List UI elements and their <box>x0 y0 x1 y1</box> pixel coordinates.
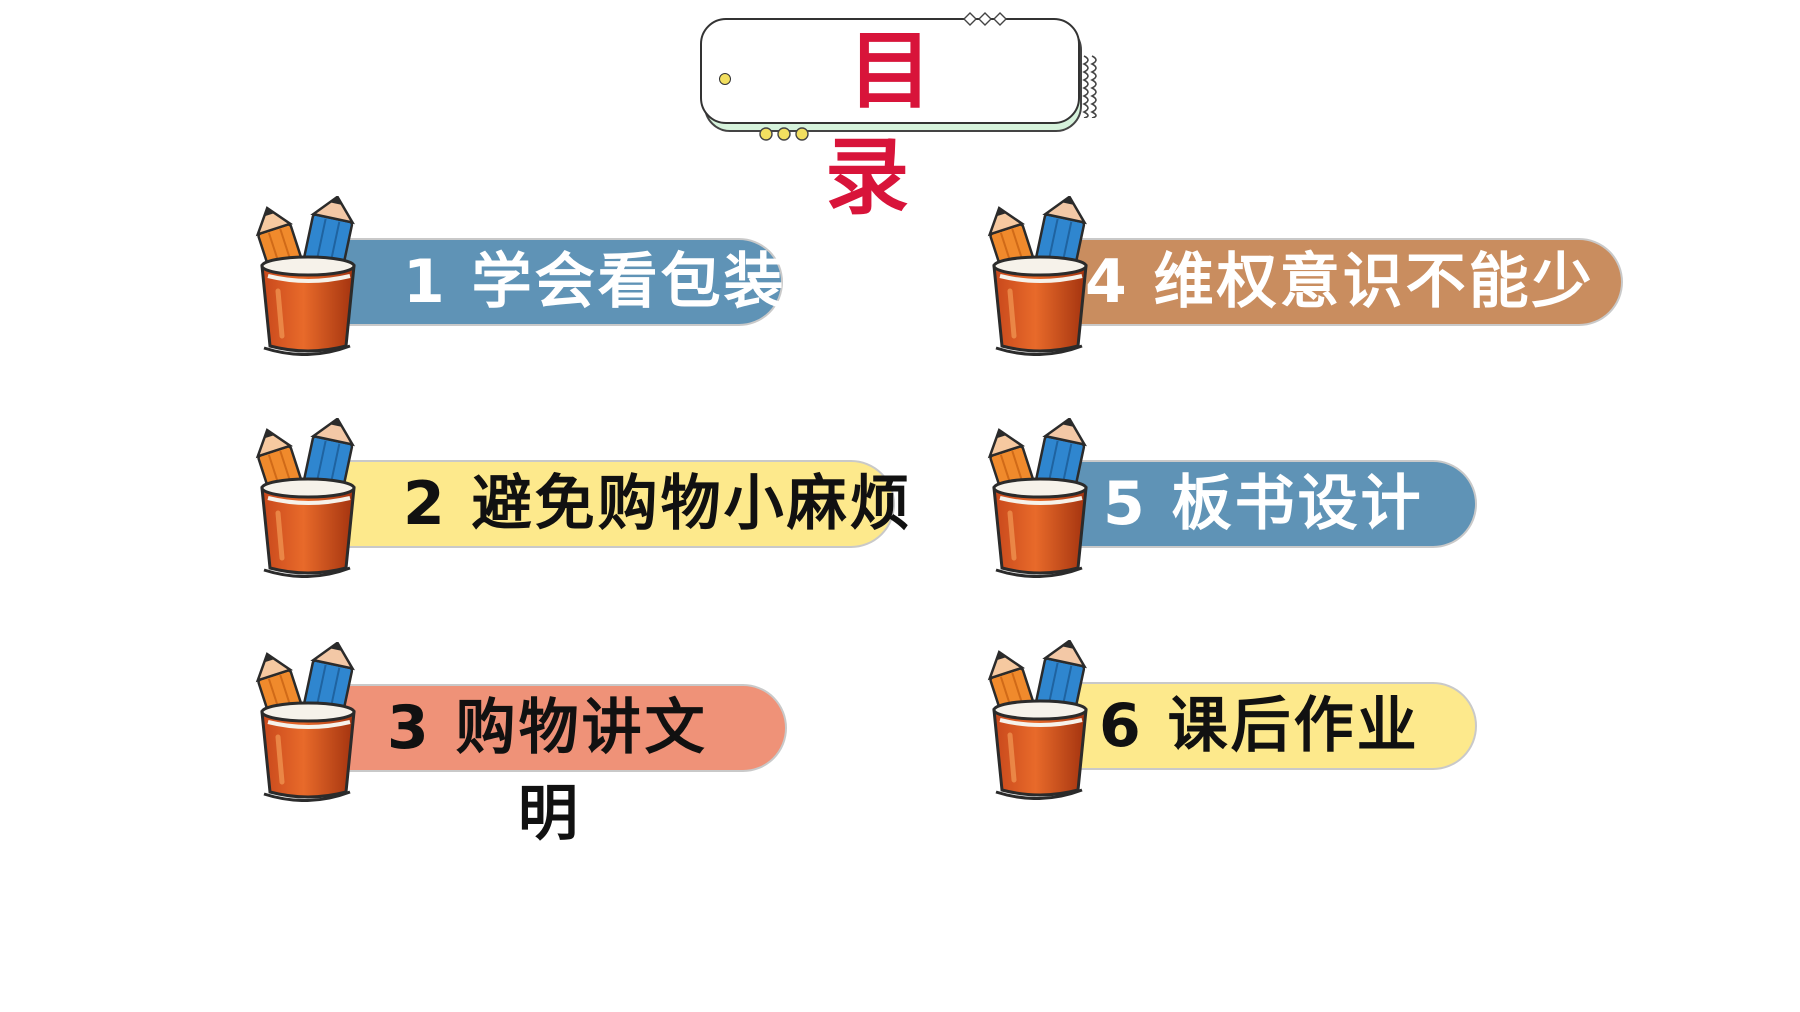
menu-item-pill: 4 维权意识不能少 <box>1037 238 1623 326</box>
menu-item-5[interactable]: 5 板书设计 <box>985 418 1485 558</box>
title-badge: 目 录 <box>700 12 1110 226</box>
pencil-cup-icon <box>253 642 363 802</box>
menu-item-label: 4 维权意识不能少 <box>1085 247 1595 317</box>
pencil-cup-icon <box>253 418 363 578</box>
decor-coins-icon <box>759 127 809 141</box>
menu-item-3[interactable]: 3 购物讲文 <box>253 642 793 782</box>
menu-item-1[interactable]: 1 学会看包装 <box>253 196 793 336</box>
menu-item-label-wrap: 明 <box>518 779 578 849</box>
menu-item-label: 1 学会看包装 <box>403 247 787 317</box>
pencil-cup-icon <box>985 640 1095 800</box>
menu-item-label: 3 购物讲文 <box>387 693 708 763</box>
pencil-cup-icon <box>985 418 1095 578</box>
decor-dot-icon <box>719 73 731 85</box>
page-title: 目 录 <box>824 21 978 226</box>
menu-item-label: 2 避免购物小麻烦 <box>403 469 913 539</box>
menu-item-pill: 2 避免购物小麻烦 <box>305 460 910 548</box>
decor-wave-icon <box>1082 55 1097 118</box>
menu-item-pill: 1 学会看包装 <box>305 238 784 326</box>
title-badge-card <box>700 18 1080 124</box>
menu-item-label: 5 板书设计 <box>1103 469 1424 539</box>
menu-item-4[interactable]: 4 维权意识不能少 <box>985 196 1625 336</box>
menu-item-pill: 6 课后作业 <box>1037 682 1477 770</box>
menu-item-2[interactable]: 2 避免购物小麻烦 <box>253 418 910 558</box>
menu-item-label: 6 课后作业 <box>1099 691 1420 761</box>
pencil-cup-icon <box>253 196 363 356</box>
menu-item-6[interactable]: 6 课后作业 <box>985 640 1485 780</box>
menu-item-pill: 3 购物讲文 <box>305 684 787 772</box>
decor-diamonds-icon <box>963 12 1007 26</box>
pencil-cup-icon <box>985 196 1095 356</box>
menu-item-pill: 5 板书设计 <box>1037 460 1477 548</box>
